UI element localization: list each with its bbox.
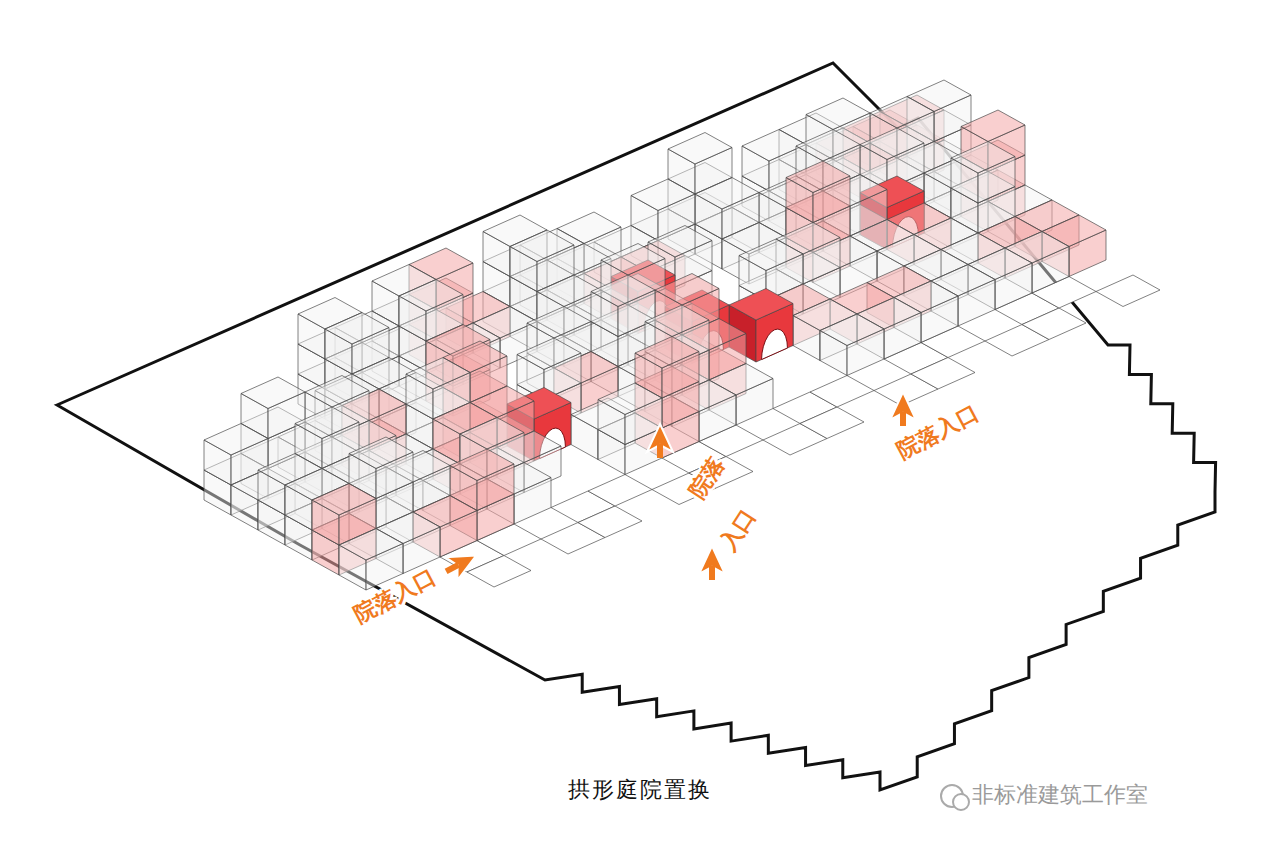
cube-face [517,338,581,370]
cube-face [467,556,531,588]
cube-face [588,475,652,507]
cube-face [601,244,665,276]
cube-face [729,289,793,321]
cube-face [911,358,975,390]
cube-face [406,358,470,390]
entry-arrow [699,546,725,580]
cube-face [655,274,719,306]
site-outline [57,63,1216,790]
cube-face [450,449,514,481]
arch-opening [762,329,788,359]
cube-face [635,337,699,369]
cube-face [860,128,924,160]
cube-face [1022,308,1086,340]
watermark-icon [941,785,969,810]
caption: 拱形庭院置换 [568,775,712,805]
cube-face [527,307,591,339]
cube-face [598,383,662,415]
cube-face [870,97,934,129]
cube-face [668,133,732,165]
cube-face [578,506,642,538]
cube-face [961,110,1025,142]
cube-face [339,529,403,561]
cube-face [800,407,864,439]
cube-face [648,226,712,258]
cube-face [312,484,376,516]
entry-arrow [647,424,673,458]
cube-massing [204,80,1160,590]
cube-face [460,418,524,450]
cube-face [631,179,695,211]
entry-arrow [890,392,916,426]
cube-face [349,437,413,469]
cube-face [820,314,884,346]
cube-face [739,239,803,271]
cube-face [325,313,389,345]
entry-arrow [440,544,482,583]
cube-face [645,305,709,337]
cube-face [786,161,850,193]
cube-face [241,377,305,409]
cube-face [399,280,463,312]
cube-face [796,130,860,162]
cube-face [510,230,574,262]
cube-face [295,407,359,439]
cube-face [204,424,268,456]
cube-face [591,275,655,307]
cube-face [305,376,369,408]
cube-face [810,376,874,408]
cube-face [695,178,759,210]
cube-face [951,142,1015,174]
watermark: 非标准建筑工作室 [972,780,1148,810]
cube-face [1096,275,1160,307]
cube-face [806,98,870,130]
